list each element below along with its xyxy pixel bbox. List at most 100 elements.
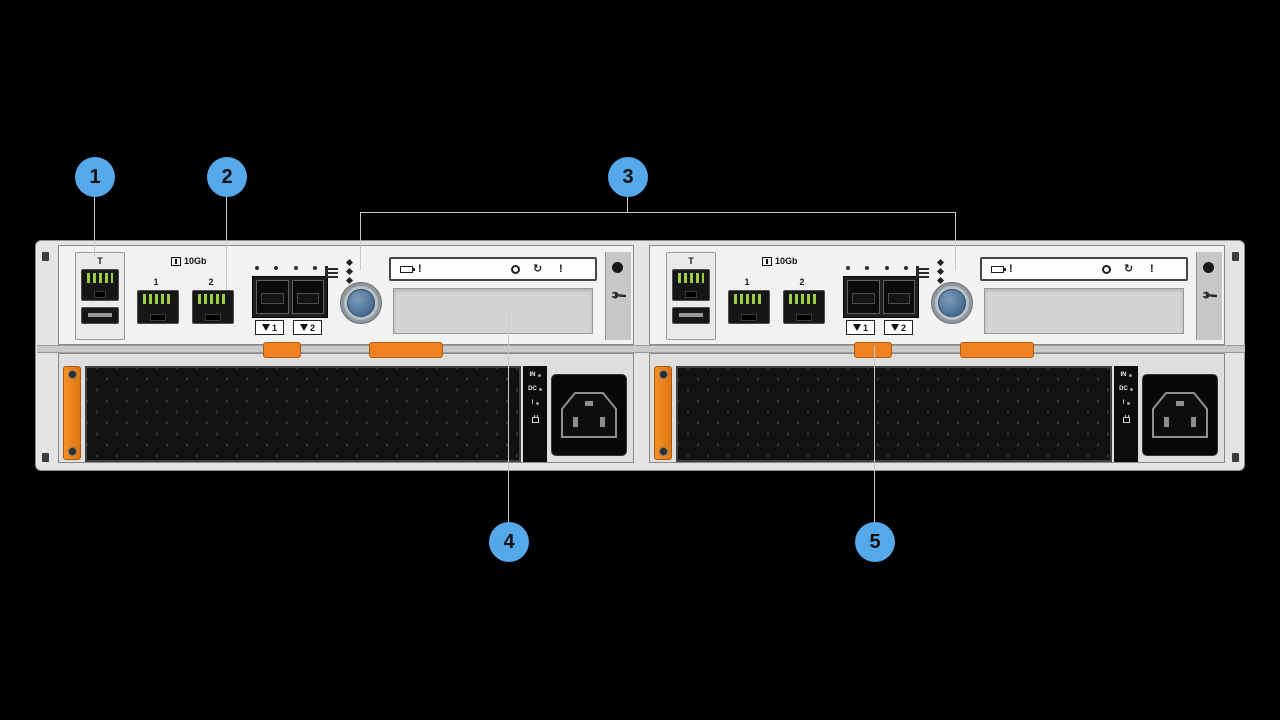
cap-screw	[612, 262, 623, 273]
ethernet-icon	[171, 256, 181, 266]
led-icon	[538, 388, 542, 391]
speed-text: 10Gb	[775, 256, 798, 266]
usm-icon	[325, 266, 338, 278]
callout-1-number: 1	[89, 165, 101, 188]
chassis: T 1 2 10Gb 1	[35, 240, 1245, 471]
led-dot	[865, 266, 870, 270]
sfp-port-2-number: 2	[309, 322, 315, 333]
power-status-icon	[1102, 265, 1111, 274]
leader-line-3-stem	[627, 197, 628, 213]
psu-attention-label: !	[1122, 400, 1125, 406]
sfp-port-1-tag: 1	[255, 320, 284, 335]
attention-label: !	[418, 263, 422, 275]
psu-attention-row: !	[1123, 400, 1130, 407]
c14-inlet-icon	[1152, 392, 1208, 438]
leader-line-2	[226, 197, 227, 290]
sfp-port-1-tag: 1	[846, 320, 875, 335]
sas-indicator-icons	[936, 258, 945, 285]
callout-1: 1	[75, 157, 115, 197]
screw-icon	[67, 447, 77, 456]
blank-panel	[393, 288, 593, 334]
console-ethernet-port	[81, 269, 119, 301]
diamond-icon	[936, 267, 945, 276]
power-status-icon	[511, 265, 520, 274]
usb-port	[672, 307, 710, 324]
port-activity-leds	[846, 266, 908, 270]
leader-line-3-right	[955, 212, 956, 270]
psu-status-strip: IN DC !	[1114, 366, 1138, 462]
leader-line-3-bracket	[360, 212, 956, 213]
down-arrow-icon	[299, 324, 308, 331]
thumbscrew-knob	[931, 282, 973, 324]
down-arrow-icon	[261, 324, 270, 331]
psu-in-label: IN	[529, 372, 536, 378]
callout-5-number: 5	[869, 530, 881, 553]
diamond-icon	[936, 258, 945, 267]
rail-notch	[1232, 453, 1239, 462]
led-dot	[884, 266, 889, 270]
eth-port-2-label: 2	[208, 277, 214, 287]
ac-power-inlet	[1142, 374, 1218, 456]
attention-label: !	[1009, 263, 1013, 275]
speed-label: 10Gb	[171, 256, 207, 266]
leader-line-1	[94, 197, 95, 257]
screw-icon	[658, 370, 668, 379]
sfp-port-2-number: 2	[900, 322, 906, 333]
psu-in-row: IN	[530, 372, 541, 379]
ac-power-inlet	[551, 374, 627, 456]
c14-inlet-icon	[561, 392, 617, 438]
console-port-label: T	[688, 256, 694, 266]
status-led-panel: ! ↻ !	[980, 257, 1188, 281]
diamond-icon	[345, 258, 354, 267]
eth-port-1-label: 1	[153, 277, 159, 287]
rail-notch	[42, 453, 49, 462]
attention-label: !	[559, 263, 563, 275]
led-icon	[1129, 388, 1133, 391]
led-dot	[255, 266, 259, 270]
psu-latch	[854, 342, 892, 358]
leader-line-3-left	[360, 212, 361, 270]
cap-screw	[1203, 262, 1214, 273]
usm-icon	[916, 266, 929, 278]
psu-attention-label: !	[531, 400, 534, 406]
blank-panel	[984, 288, 1184, 334]
thumbscrew-knob	[340, 282, 382, 324]
eth-port-2	[192, 290, 234, 324]
diamond-icon	[345, 267, 354, 276]
psu-latch	[960, 342, 1034, 358]
led-icon	[1126, 402, 1130, 405]
speed-text: 10Gb	[184, 256, 207, 266]
callout-3: 3	[608, 157, 648, 197]
ethernet-icon	[762, 256, 772, 266]
usb-port	[81, 307, 119, 324]
psu-dc-label: DC	[1119, 386, 1128, 392]
rail-notch	[42, 252, 49, 261]
leader-line-4	[508, 310, 509, 522]
attention-label: !	[1150, 263, 1154, 275]
sfp-port-2-tag: 2	[293, 320, 322, 335]
psu-latch	[263, 342, 301, 358]
rotate-icon: ↻	[1124, 263, 1134, 275]
led-icon	[1128, 374, 1132, 377]
psu-handle	[654, 366, 672, 460]
console-port-group: T	[75, 252, 125, 340]
sfp-port-cage	[252, 276, 328, 318]
callout-2-number: 2	[221, 165, 233, 188]
console-port-label: T	[97, 256, 103, 266]
psu-fan-grille	[676, 366, 1112, 462]
led-dot	[846, 266, 850, 270]
psu-dc-row: DC	[1119, 386, 1133, 393]
eth-port-1	[137, 290, 179, 324]
psu-in-label: IN	[1120, 372, 1127, 378]
wrench-icon	[611, 291, 627, 299]
psu-module-b: IN DC !	[649, 342, 1225, 463]
psu-status-strip: IN DC !	[523, 366, 547, 462]
console-port-group: T	[666, 252, 716, 340]
callout-2: 2	[207, 157, 247, 197]
controller-module-b: T 1 2 10Gb 1	[649, 245, 1225, 345]
plug-icon	[531, 415, 539, 423]
eth-port-2	[783, 290, 825, 324]
eth-port-2-label: 2	[799, 277, 805, 287]
psu-dc-label: DC	[528, 386, 537, 392]
